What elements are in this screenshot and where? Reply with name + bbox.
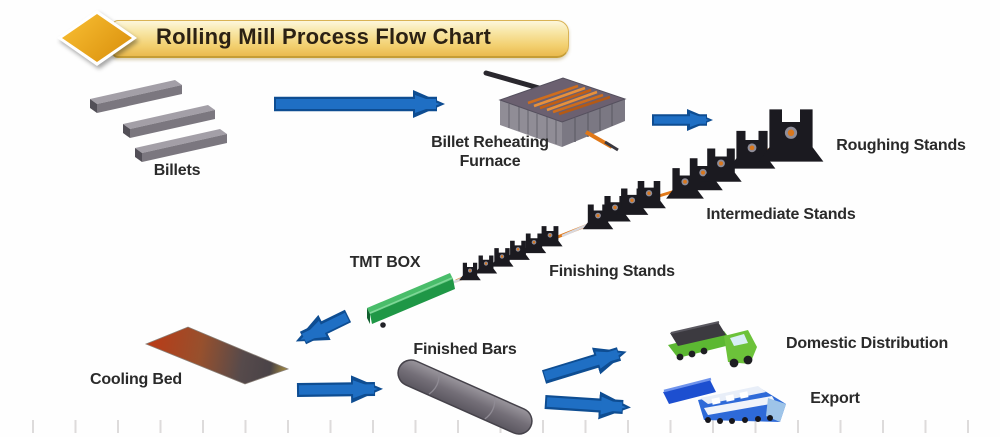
finished-bars-icon xyxy=(397,359,533,435)
page-title: Rolling Mill Process Flow Chart xyxy=(156,24,492,49)
diamond-icon xyxy=(57,10,137,66)
billets-label: Billets xyxy=(153,162,201,179)
intermediate-stands-icon xyxy=(582,181,666,230)
cooling-bed-label: Cooling Bed xyxy=(89,371,183,388)
title-banner: Rolling Mill Process Flow Chart xyxy=(112,20,569,58)
tmt-box-label: TMT BOX xyxy=(349,254,421,271)
reheating-furnace-icon xyxy=(483,70,627,152)
flow-arrow-cooling-bed-to-finished-bars xyxy=(296,375,383,404)
finished-bars-label: Finished Bars xyxy=(413,341,517,358)
flow-arrow-finished-bars-to-domestic xyxy=(541,347,627,384)
domestic-distribution-label: Domestic Distribution xyxy=(785,335,949,352)
export-label: Export xyxy=(810,390,860,407)
intermediate-stands-label: Intermediate Stands xyxy=(706,206,856,223)
mill-stands-chain xyxy=(451,109,824,285)
cooling-bed-icon xyxy=(144,326,290,385)
flow-arrow-finished-bars-to-export xyxy=(544,391,631,420)
furnace-label: Billet Reheating Furnace xyxy=(431,134,549,170)
finishing-stands-icon xyxy=(459,226,563,281)
flow-arrow-tmt-to-cooling-bed xyxy=(295,309,352,345)
roughing-stands-label: Roughing Stands xyxy=(836,137,966,154)
tmt-quench-box-icon xyxy=(367,273,455,328)
freight-train-icon xyxy=(663,377,786,424)
finishing-stands-label: Finishing Stands xyxy=(549,263,675,280)
delivery-truck-icon xyxy=(668,321,757,368)
steel-billets-icon xyxy=(90,80,227,162)
